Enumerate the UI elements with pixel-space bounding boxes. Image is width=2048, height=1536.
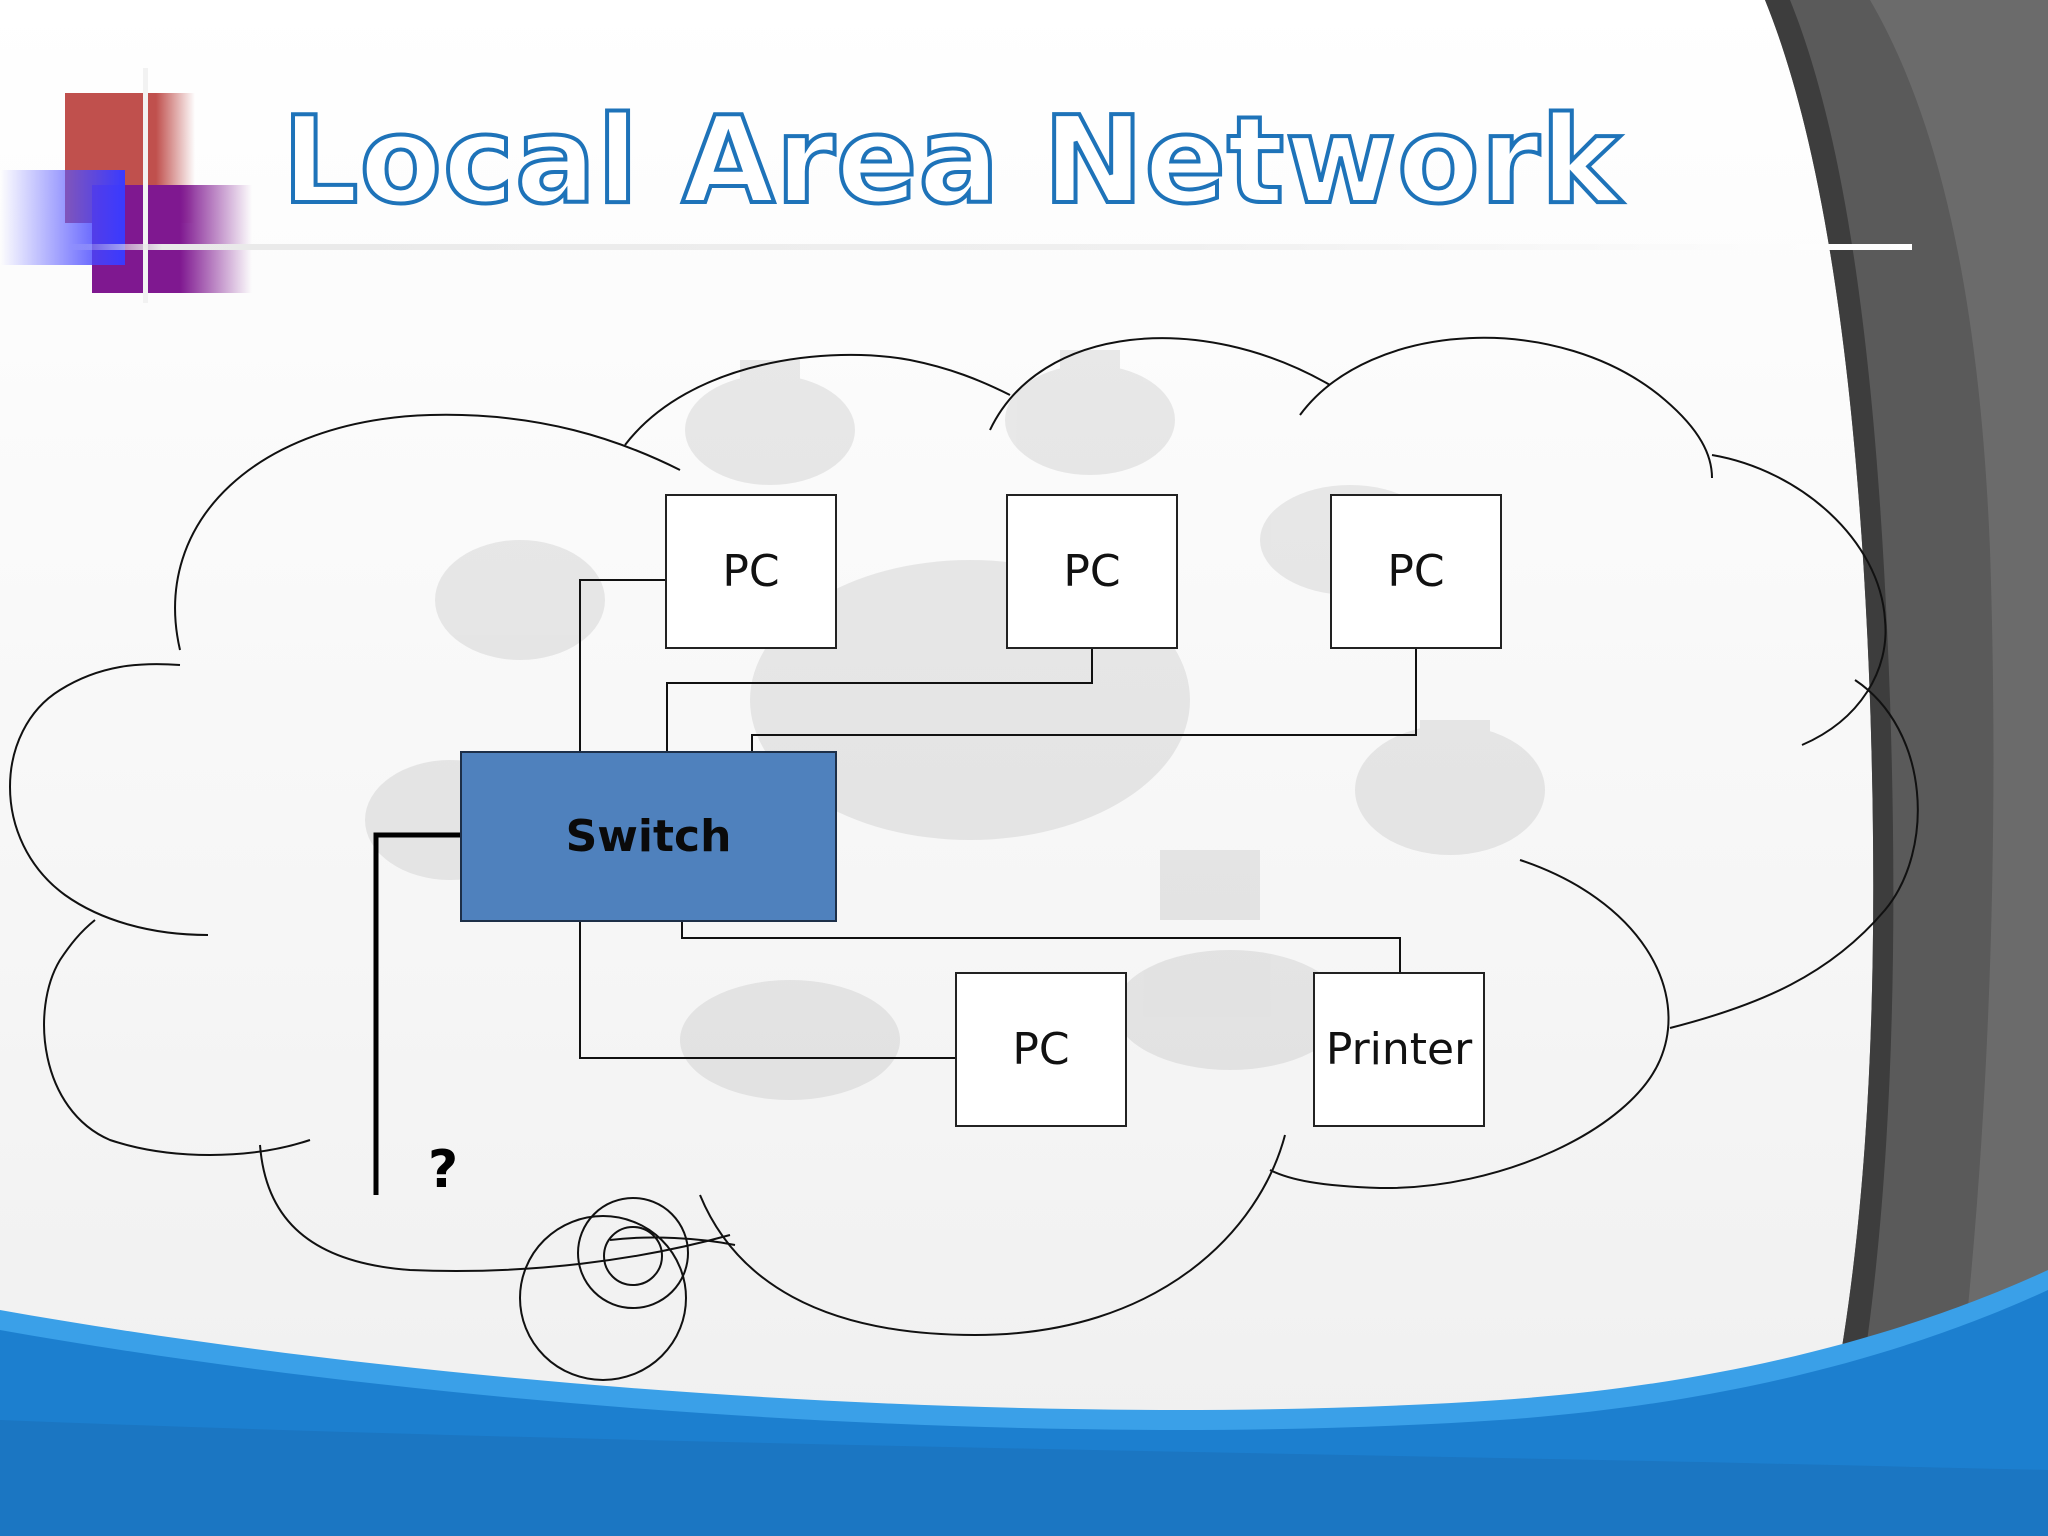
- link-switch-printer: [681, 921, 1401, 972]
- slide-title: Local Area Network: [280, 90, 1623, 233]
- network-doodle-circles: [519, 1197, 736, 1381]
- title-decoration-vertical-line: [143, 68, 148, 303]
- right-curtain-highlight: [1765, 0, 1894, 1536]
- link-switch-pc-top-center: [666, 648, 1093, 752]
- switch-node: Switch: [460, 751, 837, 922]
- cloud-outline: [9, 336, 1919, 1337]
- link-switch-pc-bottom: [579, 921, 956, 1059]
- link-switch-unknown: [373, 832, 461, 1195]
- link-switch-pc-top-right: [751, 648, 1417, 768]
- unknown-connection-label: ?: [428, 1140, 459, 1200]
- right-curtain-fold: [1870, 0, 2048, 1536]
- title-underline: [70, 244, 1912, 250]
- pc-node-top-center: PC: [1006, 494, 1178, 649]
- link-switch-pc-top-left: [579, 579, 668, 752]
- bottom-wave-front: [0, 1420, 2048, 1536]
- right-curtain: [1765, 0, 2048, 1536]
- printer-node: Printer: [1313, 972, 1485, 1127]
- pc-node-top-right: PC: [1330, 494, 1502, 649]
- pc-node-top-left: PC: [665, 494, 837, 649]
- pc-node-bottom: PC: [955, 972, 1127, 1127]
